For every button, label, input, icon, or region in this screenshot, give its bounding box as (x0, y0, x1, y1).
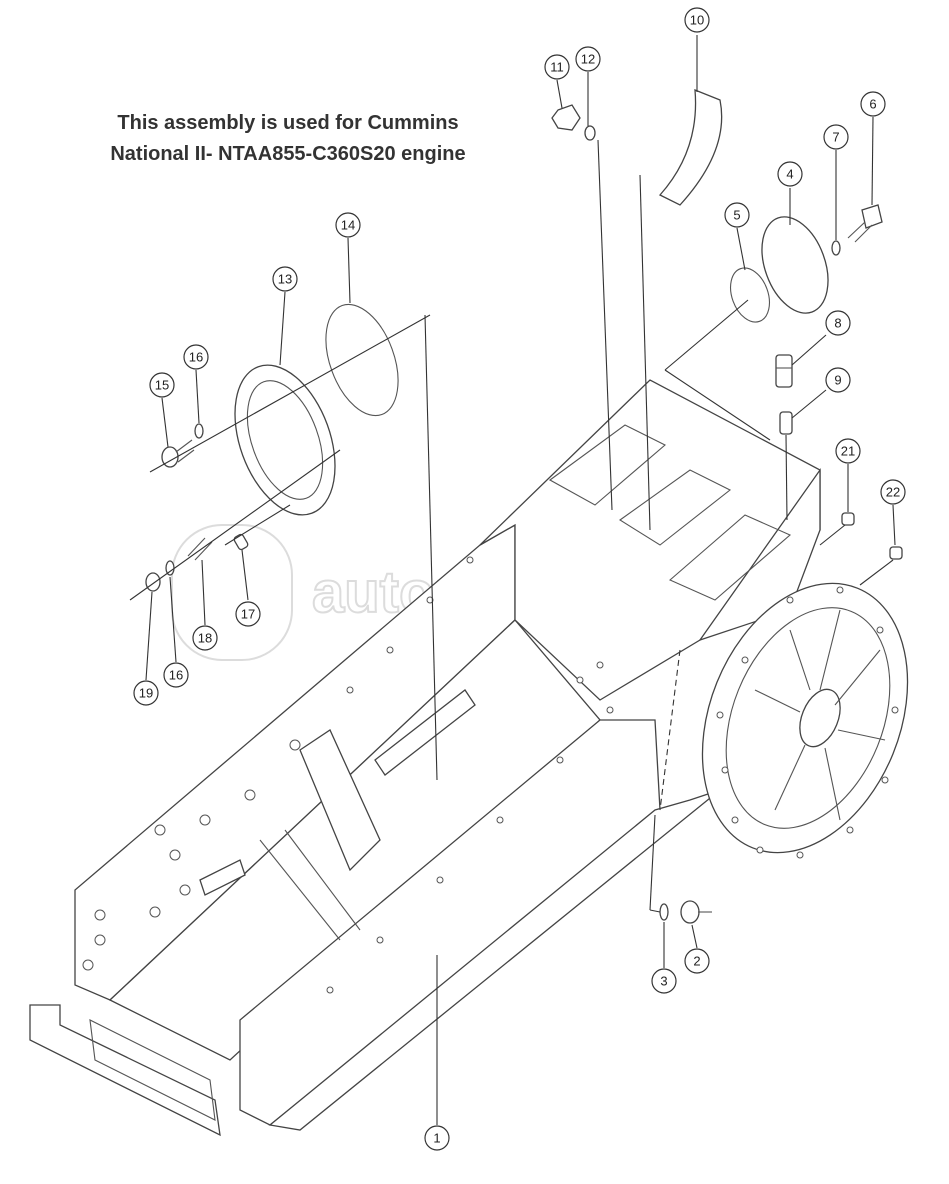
plug-part-22 (889, 546, 903, 560)
washer-part-12 (584, 125, 596, 141)
callout-9-label: 9 (834, 373, 841, 388)
callout-3-label: 3 (660, 974, 667, 989)
callout-2: 2 (684, 948, 710, 974)
callout-2-label: 2 (693, 954, 700, 969)
washer-part-7 (831, 240, 841, 256)
frame-holes (82, 556, 614, 994)
plug-part-9 (779, 411, 793, 435)
callout-17-label: 17 (241, 607, 255, 622)
nut-part-11 (551, 104, 581, 131)
title-line-2: National II- NTAA855-C360S20 engine (110, 143, 466, 165)
callout-22-label: 22 (886, 485, 900, 500)
callout-15-label: 15 (155, 378, 169, 393)
callout-12-label: 12 (581, 52, 595, 67)
stud-part-18 (187, 537, 213, 561)
washer-part-16-top (194, 423, 204, 439)
callout-1-label: 1 (433, 1131, 440, 1146)
fitting-part-8 (775, 354, 793, 388)
bolt-part-6 (847, 204, 883, 243)
plug-part-2 (680, 900, 712, 924)
callout-4: 4 (777, 161, 803, 187)
callout-6: 6 (860, 91, 886, 117)
callout-19-label: 19 (139, 686, 153, 701)
callout-3: 3 (651, 968, 677, 994)
callout-13-label: 13 (278, 272, 292, 287)
callout-7-label: 7 (832, 130, 839, 145)
callout-7: 7 (823, 124, 849, 150)
callout-8-label: 8 (834, 316, 841, 331)
callout-18-label: 18 (198, 631, 212, 646)
callout-15: 15 (149, 372, 175, 398)
callout-10-label: 10 (690, 13, 704, 28)
pin-part-17 (233, 533, 249, 551)
gasket-part-14 (325, 303, 399, 417)
callout-10: 10 (684, 7, 710, 33)
callout-19: 19 (133, 680, 159, 706)
transmission-case-frame (29, 379, 909, 1137)
bolt-part-15 (161, 439, 195, 468)
plug-part-21 (841, 512, 855, 526)
assembly-lines (129, 35, 896, 1125)
callout-4-label: 4 (786, 167, 793, 182)
callout-18: 18 (192, 625, 218, 651)
callout-16-top-label: 16 (189, 350, 203, 365)
callout-16-bottom-label: 16 (169, 668, 183, 683)
callout-17: 17 (235, 601, 261, 627)
callout-5: 5 (724, 202, 750, 228)
nut-part-19 (145, 572, 161, 592)
diagram-title: This assembly is used for Cummins Nation… (58, 108, 518, 170)
callout-14: 14 (335, 212, 361, 238)
bell-housing-holes (716, 586, 899, 859)
callout-8: 8 (825, 310, 851, 336)
callout-5-label: 5 (733, 208, 740, 223)
callout-1: 1 (424, 1125, 450, 1151)
callout-11: 11 (544, 54, 570, 80)
callout-13: 13 (272, 266, 298, 292)
callout-21-label: 21 (841, 444, 855, 459)
washer-part-3 (659, 903, 669, 921)
cover-plate-part-4 (761, 216, 829, 314)
gasket-part-5 (730, 267, 770, 323)
callout-22: 22 (880, 479, 906, 505)
callout-9: 9 (825, 367, 851, 393)
callout-14-label: 14 (341, 218, 355, 233)
cover-part-10 (658, 89, 723, 206)
callout-11-label: 11 (550, 60, 564, 75)
title-line-1: This assembly is used for Cummins (117, 112, 459, 134)
gasket-part-13 (234, 364, 336, 516)
callout-6-label: 6 (869, 97, 876, 112)
callout-16-top: 16 (183, 344, 209, 370)
callout-21: 21 (835, 438, 861, 464)
callout-12: 12 (575, 46, 601, 72)
callout-16-bottom: 16 (163, 662, 189, 688)
